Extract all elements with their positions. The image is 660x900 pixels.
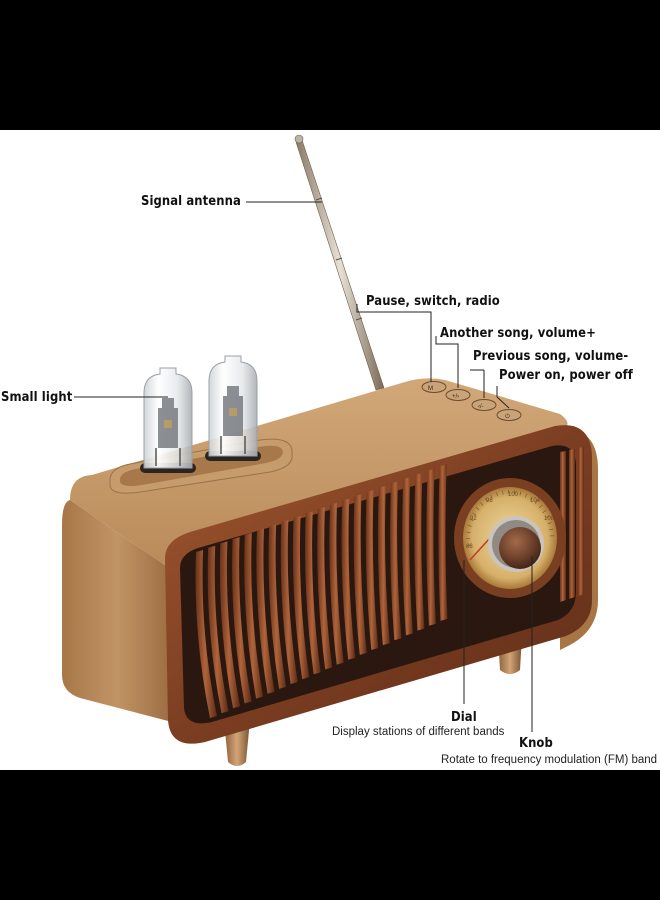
label-pause-switch-radio: Pause, switch, radio — [366, 293, 500, 309]
dial-tick — [538, 504, 543, 509]
grille-slat — [329, 502, 344, 665]
dial-tick — [547, 522, 552, 525]
previous-volume-down-button-icon[interactable]: ‹/- — [471, 399, 497, 411]
dial-scale-96: 96 — [486, 498, 493, 504]
label-knob-description: Rotate to frequency modulation (FM) band — [441, 754, 658, 766]
grille-slat — [244, 532, 264, 699]
label-knob: Knob — [519, 735, 553, 751]
grille-slat — [365, 490, 379, 650]
power-button-icon[interactable]: ⏻ — [496, 409, 522, 421]
retro-radio-illustration: 88 92 96 100 104 108 — [62, 134, 598, 766]
dial-tick — [466, 531, 471, 533]
grille-slat — [305, 511, 321, 675]
dial-tick — [530, 496, 533, 501]
radio-top-surface — [70, 378, 568, 570]
speaker-grille — [195, 447, 584, 718]
grille-slat — [292, 515, 310, 680]
signal-antenna — [294, 134, 385, 391]
grille-slat — [317, 507, 333, 670]
tuning-knob[interactable] — [488, 516, 544, 572]
grille-slat — [268, 524, 287, 689]
dial-scale-92: 92 — [470, 516, 477, 522]
dial-scale-100: 100 — [508, 492, 519, 498]
grille-slat — [578, 447, 584, 596]
grille-slat — [280, 520, 298, 684]
grille-slat — [390, 481, 402, 641]
annotation-leader-lines — [74, 201, 533, 732]
dial-tick — [469, 518, 474, 521]
dial-tick — [472, 512, 477, 516]
grille-slat — [232, 537, 252, 704]
grille-slat — [341, 498, 356, 660]
dial-tick — [549, 528, 554, 531]
grille-slat — [438, 464, 448, 621]
dial-tick — [542, 510, 547, 513]
dial-tick — [524, 493, 528, 498]
label-dial-description: Display stations of different bands — [332, 726, 505, 738]
dial-scale-108: 108 — [544, 516, 555, 522]
grille-slat — [195, 550, 217, 718]
dial-tick — [496, 492, 498, 497]
grille-slat — [402, 477, 413, 636]
dial-scale-88: 88 — [466, 544, 473, 550]
dial-tick — [502, 490, 504, 495]
radio-left-side — [62, 500, 172, 722]
mode-button-icon[interactable]: M — [421, 381, 447, 393]
grille-slat — [377, 485, 390, 646]
dial-tick — [467, 524, 472, 527]
control-buttons: M +/› ‹/- ⏻ — [421, 381, 522, 421]
label-signal-antenna: Signal antenna — [141, 193, 241, 209]
dial-tick — [480, 502, 484, 506]
grille-slat — [256, 528, 275, 694]
grille-slat — [207, 545, 229, 714]
dial-tick — [484, 498, 488, 502]
grille-slat — [426, 468, 436, 626]
dial-tick — [475, 507, 480, 511]
small-light-tubes — [140, 355, 261, 473]
next-volume-up-button-icon[interactable]: +/› — [445, 389, 471, 401]
label-another-song-volume-up: Another song, volume+ — [440, 325, 596, 341]
grille-slat — [414, 472, 425, 631]
label-previous-song-volume-down: Previous song, volume- — [473, 348, 629, 364]
label-power-on-off: Power on, power off — [499, 367, 633, 383]
svg-text:M: M — [428, 386, 433, 392]
dial-tick — [545, 515, 550, 519]
dial-scale-104: 104 — [530, 498, 541, 504]
dial-tick — [490, 494, 493, 499]
product-photo-panel: 88 92 96 100 104 108 — [0, 130, 660, 770]
svg-text:⏻: ⏻ — [505, 413, 510, 420]
label-dial: Dial — [451, 709, 477, 725]
label-small-light: Small light — [1, 389, 73, 405]
dial-tick — [466, 544, 471, 546]
grille-slat — [569, 449, 575, 599]
svg-text:+/›: +/› — [452, 394, 459, 400]
dial-tick — [534, 500, 538, 504]
grille-slat — [353, 494, 367, 655]
grille-slat — [219, 541, 241, 709]
dial-tick — [519, 491, 522, 496]
svg-text:‹/-: ‹/- — [478, 404, 484, 410]
